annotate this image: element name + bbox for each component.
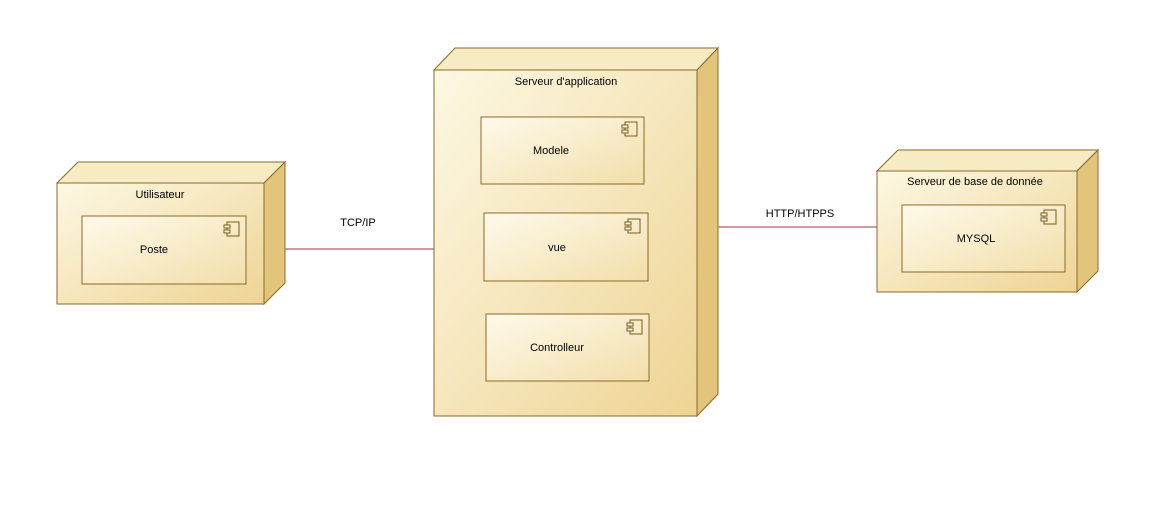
component-icon bbox=[223, 221, 240, 237]
node-serveur-bdd[interactable] bbox=[875, 148, 1100, 294]
component-icon bbox=[624, 218, 641, 234]
component-modele[interactable] bbox=[480, 116, 645, 185]
component-vue[interactable] bbox=[483, 212, 649, 282]
component-controlleur[interactable] bbox=[485, 313, 650, 382]
component-icon bbox=[621, 121, 638, 137]
component-mysql[interactable] bbox=[901, 204, 1066, 273]
component-label-poste: Poste bbox=[139, 244, 169, 256]
component-label-vue: vue bbox=[548, 242, 566, 254]
component-label-controlleur: Controlleur bbox=[530, 342, 584, 354]
node-title-serveur-application: Serveur d'application bbox=[514, 76, 618, 88]
component-icon bbox=[1040, 209, 1057, 225]
component-poste[interactable] bbox=[81, 215, 247, 285]
node-utilisateur[interactable] bbox=[55, 160, 287, 306]
node-title-utilisateur: Utilisateur bbox=[135, 189, 185, 201]
node-serveur-application[interactable] bbox=[432, 46, 720, 418]
component-label-mysql: MYSQL bbox=[956, 233, 996, 245]
node-title-serveur-bdd: Serveur de base de donnée bbox=[907, 176, 1043, 188]
link-label-http: HTTP/HTPPS bbox=[765, 208, 835, 220]
link-label-tcpip: TCP/IP bbox=[340, 217, 376, 229]
component-icon bbox=[626, 319, 643, 335]
component-label-modele: Modele bbox=[532, 145, 570, 157]
